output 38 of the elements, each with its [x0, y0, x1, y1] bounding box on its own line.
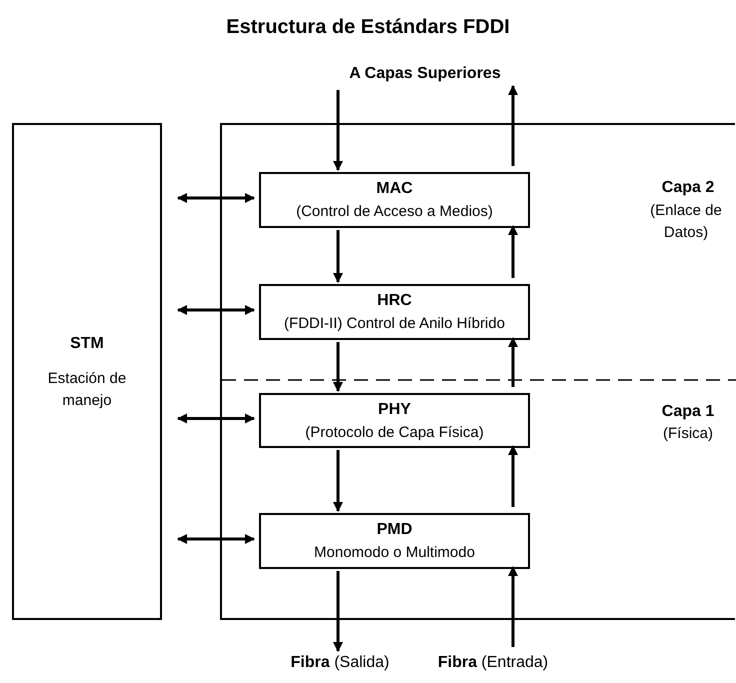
box-text: (Protocolo de Capa Física) [304, 422, 485, 442]
box-text: (FDDI-II) Control de Anilo Híbrido [283, 314, 506, 334]
arrow [177, 534, 255, 544]
arrow [508, 225, 518, 278]
box-text: Estación de manejo [46, 368, 128, 410]
layer-box [259, 513, 530, 569]
box-text: Monomodo o Multimodo [313, 543, 476, 563]
arrow [333, 571, 343, 652]
diagram-title: Estructura de Estándars FDDI [225, 15, 511, 40]
arrow [508, 337, 518, 387]
layer-description: (Física) [662, 424, 714, 444]
box-heading: MAC [376, 179, 413, 199]
box-heading: PHY [378, 400, 411, 420]
layer-box [259, 172, 530, 228]
box-heading: PMD [376, 520, 412, 540]
layer-description: (Enlace de Datos) [649, 201, 723, 243]
arrow [333, 342, 343, 392]
arrow [508, 445, 518, 507]
layer-name: Capa 2 [660, 178, 716, 198]
arrow [333, 90, 343, 171]
flow-label: Fibra (Salida) [290, 653, 390, 673]
box-text: (Control de Acceso a Medios) [295, 202, 494, 222]
arrow [177, 193, 255, 203]
flow-label: Fibra (Entrada) [438, 653, 548, 673]
box-heading: STM [70, 334, 104, 354]
arrow [333, 230, 343, 283]
flow-label: A Capas Superiores [349, 64, 501, 84]
layer-frame [220, 123, 735, 620]
arrow [177, 414, 255, 424]
box-heading: HRC [377, 291, 412, 311]
arrow [508, 566, 518, 647]
layer-name: Capa 1 [660, 402, 716, 422]
station-box [12, 123, 162, 620]
arrow [177, 305, 255, 315]
layer-box [259, 284, 530, 340]
arrow [333, 450, 343, 512]
layer-box [259, 393, 530, 448]
arrow [508, 85, 518, 166]
